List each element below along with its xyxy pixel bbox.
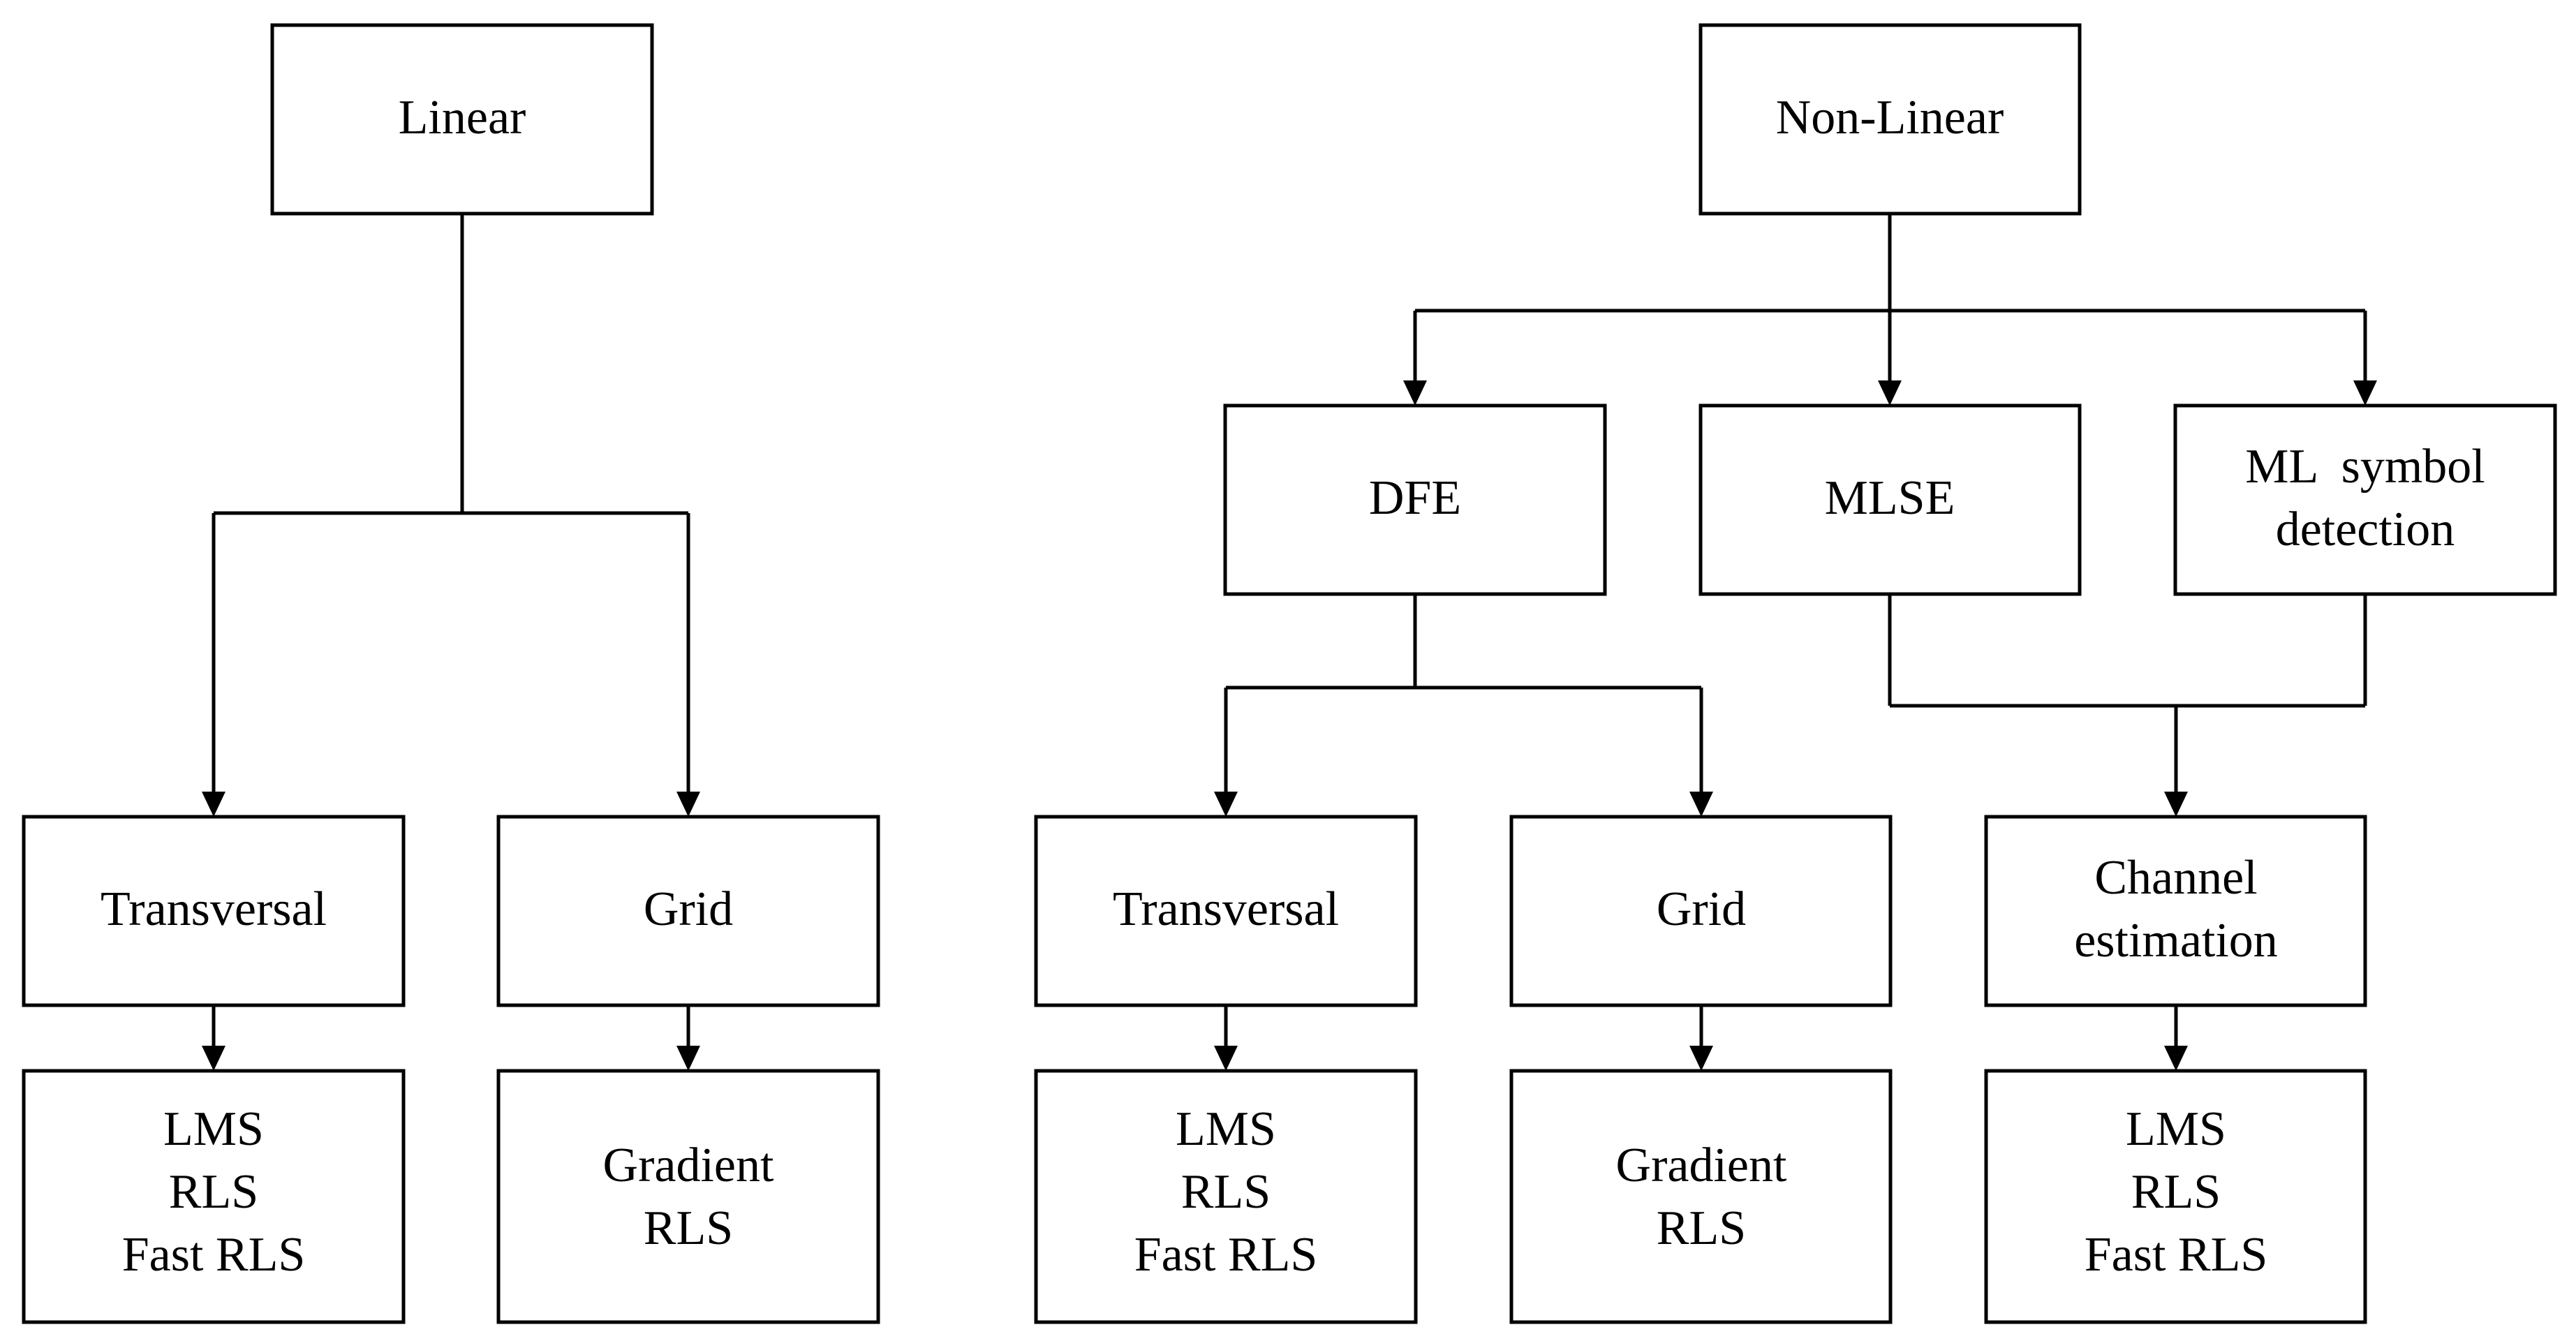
node-channel-estimation-algorithms: LMS RLS Fast RLS <box>1984 1069 2367 1324</box>
algo-line: Fast RLS <box>122 1228 306 1282</box>
node-ml-symbol-detection: ML symbol detection <box>2173 403 2557 596</box>
node-mlse: MLSE <box>1698 403 2082 596</box>
node-dfe-transversal: Transversal <box>1034 815 1418 1007</box>
node-dfe: DFE <box>1223 403 1607 596</box>
algo-line: RLS <box>1657 1201 1746 1255</box>
arrowhead-icon <box>1878 380 1902 406</box>
algo-line: RLS <box>1181 1165 1271 1219</box>
node-dfe-grid-label: Grid <box>1657 882 1746 936</box>
arrowhead-icon <box>1403 380 1427 406</box>
node-channel-estimation-line1: Channel <box>2094 851 2257 905</box>
arrowhead-icon <box>1689 792 1713 817</box>
node-linear-grid-algorithms: Gradient RLS <box>496 1069 880 1324</box>
arrowhead-icon <box>202 1046 225 1071</box>
node-linear-transversal: Transversal <box>22 815 406 1007</box>
node-channel-estimation-line2: estimation <box>2074 914 2278 968</box>
connectors <box>202 214 2377 1071</box>
node-nonlinear-label: Non-Linear <box>1776 91 2004 145</box>
node-mlse-label: MLSE <box>1825 471 1955 525</box>
node-dfe-label: DFE <box>1369 471 1461 525</box>
node-linear-transversal-label: Transversal <box>101 882 327 936</box>
node-dfe-grid: Grid <box>1509 815 1893 1007</box>
arrowhead-icon <box>1689 1046 1713 1071</box>
node-linear-label: Linear <box>399 91 526 145</box>
node-ml-symbol-line1: ML symbol <box>2245 440 2485 494</box>
arrowhead-icon <box>2164 1046 2188 1071</box>
node-ml-symbol-line2: detection <box>2276 503 2455 556</box>
node-dfe-transversal-algorithms: LMS RLS Fast RLS <box>1034 1069 1418 1324</box>
node-dfe-grid-algorithms: Gradient RLS <box>1509 1069 1893 1324</box>
node-linear: Linear <box>270 23 654 216</box>
algo-line: LMS <box>163 1102 264 1156</box>
algo-line: Fast RLS <box>1134 1228 1318 1282</box>
node-linear-transversal-algorithms: LMS RLS Fast RLS <box>22 1069 406 1324</box>
algo-line: LMS <box>1176 1102 1276 1156</box>
node-dfe-transversal-label: Transversal <box>1113 882 1339 936</box>
algo-line: RLS <box>644 1201 733 1255</box>
node-nonlinear: Non-Linear <box>1698 23 2082 216</box>
arrowhead-icon <box>2353 380 2377 406</box>
algo-line: RLS <box>169 1165 258 1219</box>
algo-line: Fast RLS <box>2085 1228 2268 1282</box>
algo-line: Gradient <box>1616 1139 1787 1192</box>
node-channel-estimation: Channel estimation <box>1984 815 2367 1007</box>
algo-line: RLS <box>2131 1165 2221 1219</box>
arrowhead-icon <box>676 792 700 817</box>
arrowhead-icon <box>202 792 225 817</box>
node-linear-grid: Grid <box>496 815 880 1007</box>
algo-line: LMS <box>2126 1102 2226 1156</box>
arrowhead-icon <box>1214 1046 1238 1071</box>
arrowhead-icon <box>2164 792 2188 817</box>
arrowhead-icon <box>1214 792 1238 817</box>
algo-line: Gradient <box>603 1139 774 1192</box>
node-linear-grid-label: Grid <box>644 882 733 936</box>
arrowhead-icon <box>676 1046 700 1071</box>
